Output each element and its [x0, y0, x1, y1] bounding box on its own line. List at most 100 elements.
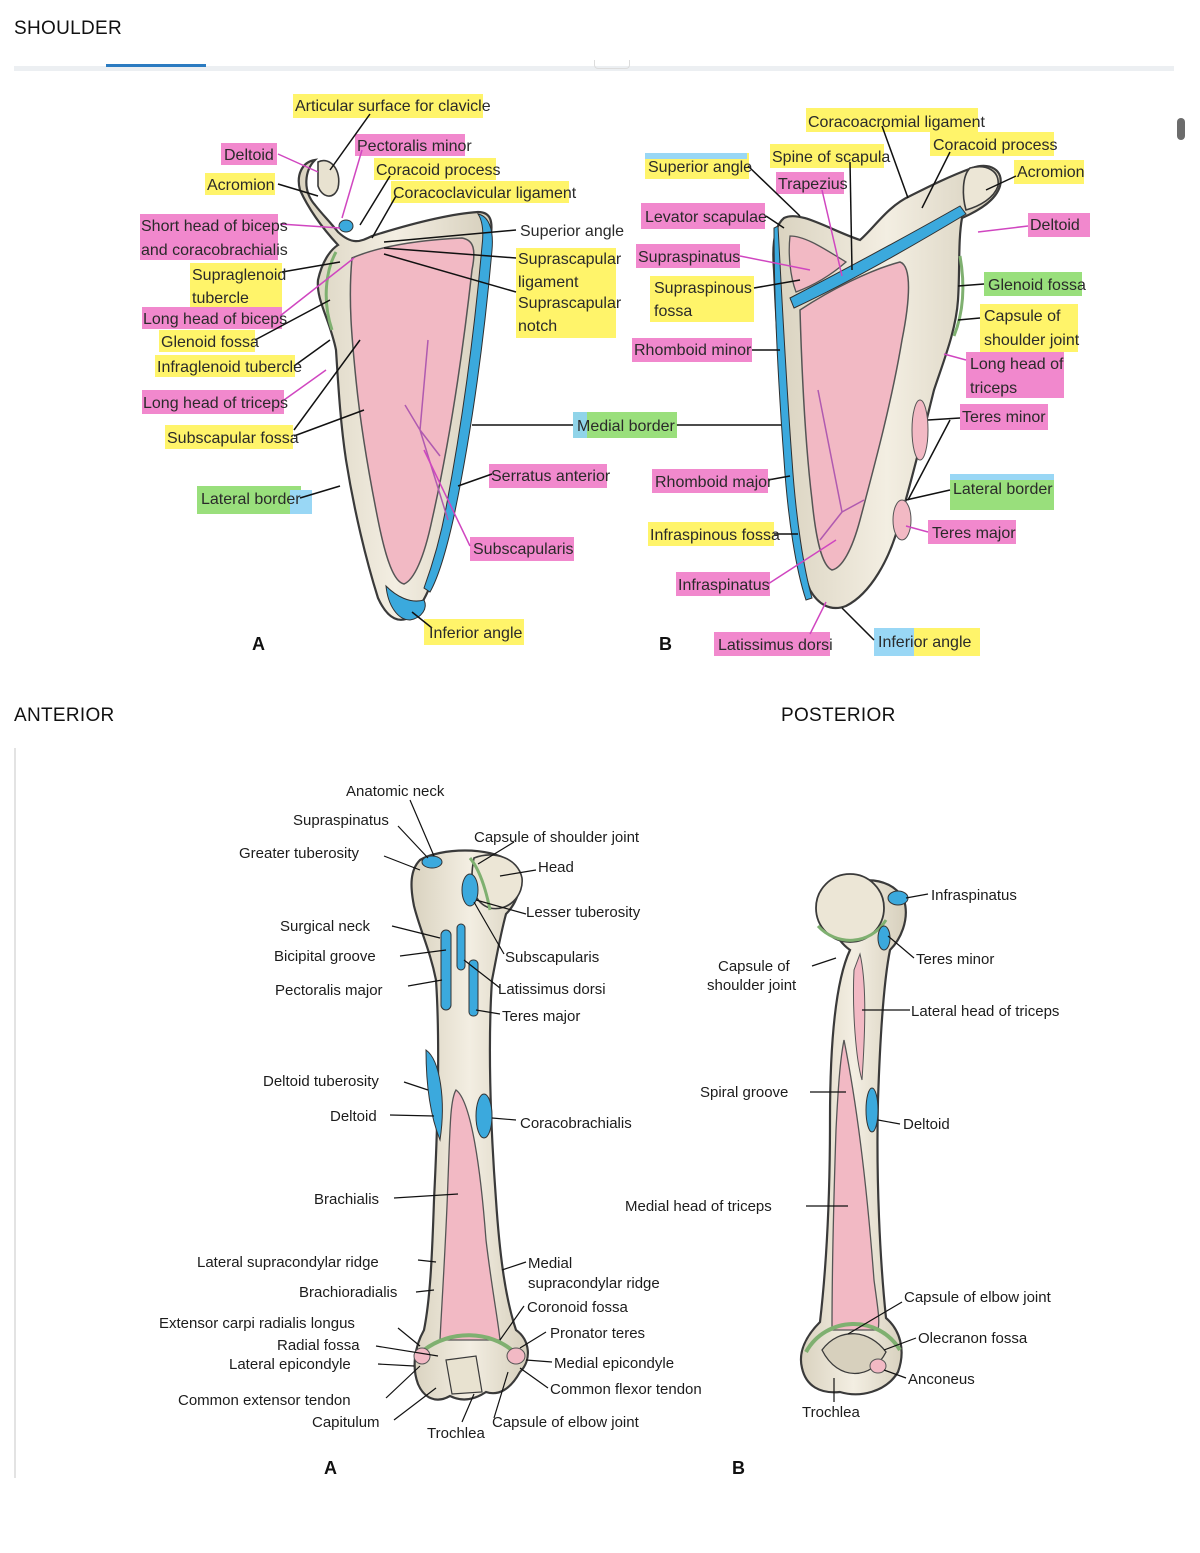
label-coracobrachialis: Coracobrachialis [520, 1115, 632, 1132]
label-deltoid-b: Deltoid [1030, 217, 1080, 234]
label-anatomic-neck: Anatomic neck [346, 783, 445, 800]
label-suprascapular-ligament-2: ligament [518, 274, 579, 291]
humerus-posterior-figure [799, 873, 909, 1396]
humeral-head-posterior [815, 873, 885, 943]
label-capsule-shoulder-2: shoulder joint [984, 332, 1080, 349]
label-supraglenoid-2: tubercle [192, 290, 249, 307]
label-teres-major-h: Teres major [502, 1008, 580, 1025]
label-spine-of-scapula: Spine of scapula [772, 149, 890, 166]
teres-minor-origin [911, 399, 929, 461]
label-medial-border: Medial border [577, 418, 676, 435]
scapula-anterior-figure [297, 158, 493, 621]
scapula-anterior-labels: Articular surface for clavicle Deltoid P… [141, 98, 624, 654]
shoulder-heading: SHOULDER [14, 18, 122, 39]
label-anconeus: Anconeus [908, 1371, 975, 1388]
label-pectoralis-major: Pectoralis major [275, 982, 383, 999]
label-inferior-angle: Inferior angle [429, 625, 522, 642]
label-short-head-biceps: Short head of biceps [141, 218, 288, 235]
label-glenoid-fossa-b: Glenoid fossa [988, 277, 1086, 294]
label-capitulum: Capitulum [312, 1414, 380, 1431]
label-suprascapular-ligament: Suprascapular [518, 251, 622, 268]
common-extensor-origin [413, 1347, 431, 1365]
medial-border-highlight-blue [573, 412, 587, 438]
label-acromion-b: Acromion [1017, 164, 1085, 181]
scrollbar-thumb[interactable] [1177, 118, 1185, 140]
scapula-anterior-leaders [254, 113, 782, 629]
figure-letter-b-scapula: B [659, 634, 672, 654]
spine-of-scapula [789, 205, 967, 309]
label-inferior-angle-b: Inferior angle [878, 634, 971, 651]
label-levator-scapulae: Levator scapulae [645, 209, 767, 226]
label-infraglenoid: Infraglenoid tubercle [157, 359, 302, 376]
toolbar-divider [14, 66, 1174, 71]
label-teres-minor: Teres minor [962, 409, 1046, 426]
anconeus-origin [869, 1358, 887, 1374]
humerus-posterior-labels: Infraspinatus Teres minor Capsule of sho… [625, 887, 1059, 1478]
label-common-extensor: Common extensor tendon [178, 1392, 351, 1409]
subscapularis-insertion [461, 873, 479, 907]
serratus-anterior-insertion [423, 213, 493, 593]
infraspinous-fossa [799, 261, 910, 571]
label-trapezius: Trapezius [778, 176, 848, 193]
acromion-posterior [962, 166, 999, 211]
glenoid-rim-anterior [324, 251, 338, 331]
label-capsule-elbow-h: Capsule of elbow joint [492, 1414, 640, 1431]
medial-border-highlight [573, 412, 677, 438]
figure-letter-b-humerus: B [732, 1458, 745, 1478]
label-deltoid-h: Deltoid [330, 1108, 377, 1125]
capsule-shoulder-anterior [468, 857, 492, 911]
label-medial-supracondylar: Medial [528, 1255, 572, 1272]
capsule-elbow-anterior [422, 1333, 516, 1354]
label-supraspinous-fossa-2: fossa [654, 303, 692, 320]
label-infraspinatus-h: Infraspinatus [931, 887, 1017, 904]
label-trochlea-h: Trochlea [427, 1425, 485, 1442]
posterior-fossa-lines [817, 389, 865, 541]
label-superior-angle: Superior angle [520, 223, 624, 240]
humerus-anterior-labels: Anatomic neck Supraspinatus Capsule of s… [159, 783, 702, 1478]
humerus-anterior-leaders [375, 799, 553, 1423]
label-capsule-shoulder-h: Capsule of shoulder joint [474, 829, 640, 846]
label-teres-minor-h: Teres minor [916, 951, 994, 968]
label-short-head-biceps-2: and coracobrachialis [141, 242, 288, 259]
label-long-head-triceps-b-2: triceps [970, 380, 1017, 397]
teres-major-origin [892, 499, 912, 541]
label-supraspinatus: Supraspinatus [638, 249, 740, 266]
label-trochlea-p: Trochlea [802, 1404, 860, 1421]
label-medial-supracondylar-2: supracondylar ridge [528, 1275, 660, 1292]
label-infraspinous-fossa: Infraspinous fossa [650, 527, 780, 544]
figure-letter-a-scapula: A [252, 634, 265, 654]
label-lateral-supracondylar: Lateral supracondylar ridge [197, 1254, 379, 1271]
capsule-elbow-posterior [804, 1322, 902, 1354]
label-deltoid-tuberosity: Deltoid tuberosity [263, 1073, 379, 1090]
label-olecranon-fossa: Olecranon fossa [918, 1330, 1028, 1347]
pronator-teres-origin [506, 1347, 526, 1365]
capsule-shoulder-posterior [816, 919, 888, 942]
label-medial-epicondyle: Medial epicondyle [554, 1355, 674, 1372]
posterior-heading: POSTERIOR [781, 705, 896, 726]
label-subscapularis: Subscapularis [473, 541, 574, 558]
active-tab-indicator[interactable] [106, 64, 206, 67]
label-infraspinatus: Infraspinatus [678, 577, 770, 594]
toolbar-handle[interactable] [594, 60, 630, 69]
scapula-posterior-highlights [632, 108, 1090, 656]
label-supraspinatus-h: Supraspinatus [293, 812, 389, 829]
coracobrachialis-insertion [475, 1093, 493, 1139]
label-lateral-epicondyle: Lateral epicondyle [229, 1356, 351, 1373]
label-subscapularis-h: Subscapularis [505, 949, 599, 966]
label-spiral-groove: Spiral groove [700, 1084, 788, 1101]
inferior-angle-blue [385, 584, 426, 621]
panel-divider [14, 748, 16, 1478]
scrollbar[interactable] [1176, 72, 1186, 684]
label-capsule-shoulder-p: Capsule of [718, 958, 791, 975]
label-ecrl: Extensor carpi radialis longus [159, 1315, 355, 1332]
label-supraspinous-fossa: Supraspinous [654, 280, 752, 297]
label-deltoid-p: Deltoid [903, 1116, 950, 1133]
scapula-posterior-labels: Coracoacromial ligament Coracoid process… [634, 114, 1086, 654]
anterior-heading: ANTERIOR [14, 705, 115, 726]
label-long-head-triceps: Long head of triceps [143, 395, 288, 412]
label-radial-fossa: Radial fossa [277, 1337, 360, 1354]
label-coronoid-fossa: Coronoid fossa [527, 1299, 629, 1316]
humerus-anterior-figure [410, 849, 529, 1401]
label-pectoralis-minor: Pectoralis minor [357, 138, 472, 155]
